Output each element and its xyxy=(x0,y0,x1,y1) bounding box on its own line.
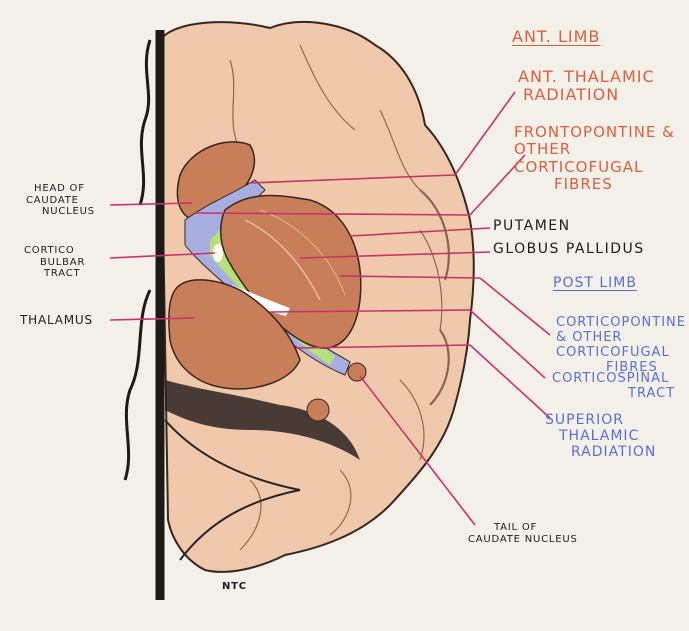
label-line: CAUDATE NUCLEUS xyxy=(468,533,578,545)
leader-line xyxy=(454,91,516,176)
lentiform-nucleus xyxy=(220,194,362,349)
label-superior-thalamic: SUPERIOR THALAMIC RADIATION xyxy=(545,412,656,460)
label-line: ANT. THALAMIC xyxy=(518,67,655,86)
gyrus-line xyxy=(229,59,241,151)
label-line: CAUDATE xyxy=(26,194,79,206)
thalamus xyxy=(168,279,301,390)
blood-vessel xyxy=(138,39,152,206)
genu-highlight xyxy=(213,244,223,262)
gyrus-line xyxy=(419,229,443,331)
label-line: HEAD OF xyxy=(34,183,85,194)
label-line: RADIATION xyxy=(571,444,657,461)
leader-line xyxy=(349,227,491,237)
label-line: RADIATION xyxy=(523,85,620,105)
leader-line xyxy=(469,344,551,419)
leader-line xyxy=(359,375,476,526)
label-line: SUPERIOR xyxy=(545,412,625,428)
label-line: BULBAR xyxy=(40,256,86,268)
label-putamen: PUTAMEN xyxy=(493,218,571,234)
label-line: FRONTOPONTINE & xyxy=(514,123,675,141)
label-line: CORTICO xyxy=(24,245,75,256)
label-head-caudate: HEAD OF CAUDATE NUCLEUS xyxy=(22,183,95,218)
ventricle-shadow xyxy=(165,380,360,460)
leader-line xyxy=(247,174,456,184)
caudate-tail xyxy=(347,362,367,382)
gyrus-line xyxy=(379,109,421,191)
label-corticopontine: CORTICOPONTINE & OTHER CORTICOFUGAL FIBR… xyxy=(556,315,686,376)
leader-line xyxy=(469,154,526,216)
leader-line xyxy=(295,344,471,349)
leader-line xyxy=(469,309,546,379)
leader-line xyxy=(299,251,491,259)
label-line: CORTICOFUGAL xyxy=(514,157,644,176)
label-line: FIBRES xyxy=(554,174,613,193)
leader-line xyxy=(109,202,193,206)
label-line: OTHER xyxy=(514,140,572,159)
lower-sulcus xyxy=(164,419,301,561)
label-line: & OTHER xyxy=(556,329,623,345)
label-corticobulbar: CORTICO BULBAR TRACT xyxy=(24,245,85,280)
label-tail-caudate: TAIL OF CAUDATE NUCLEUS xyxy=(468,522,578,545)
small-nucleus xyxy=(306,398,330,422)
label-line: NUCLEUS xyxy=(42,206,95,217)
gyrus-line xyxy=(429,329,450,406)
gyrus-line xyxy=(239,479,262,551)
lamina-line xyxy=(259,209,346,296)
leader-line xyxy=(479,277,551,336)
label-line: TRACT xyxy=(44,268,81,279)
leader-line xyxy=(194,212,471,216)
gyrus-line xyxy=(399,379,425,461)
label-frontopontine: FRONTOPONTINE & OTHER CORTICOFUGAL FIBRE… xyxy=(514,123,675,193)
leader-line xyxy=(109,317,196,321)
label-line: THALAMIC xyxy=(559,428,640,445)
label-line: TAIL OF xyxy=(494,522,538,533)
leader-lines xyxy=(109,91,551,526)
label-globus-pallidus: GLOBUS PALLIDUS xyxy=(493,241,645,257)
label-thalamus: THALAMUS xyxy=(20,313,93,327)
label-line: CORTICOSPINAL xyxy=(552,371,670,386)
leader-line xyxy=(339,275,481,279)
label-post-limb: POST LIMB xyxy=(553,275,637,291)
leader-line xyxy=(269,309,471,313)
label-line: CORTICOFUGAL xyxy=(556,344,670,360)
artist-signature: NTC xyxy=(222,581,247,592)
lamina-line xyxy=(244,219,321,301)
label-line: TRACT xyxy=(628,385,676,401)
label-ant-thalamic-radiation: ANT. THALAMIC RADIATION xyxy=(518,67,655,105)
gyrus-line xyxy=(299,44,356,131)
label-line: CORTICOPONTINE xyxy=(556,315,686,330)
label-ant-limb: ANT. LIMB xyxy=(512,27,601,46)
label-line: FIBRES xyxy=(606,359,658,375)
blood-vessel xyxy=(123,289,152,481)
leader-line xyxy=(109,252,216,259)
label-corticospinal-tract: CORTICOSPINAL TRACT xyxy=(552,371,676,402)
gyrus-line xyxy=(329,469,352,536)
